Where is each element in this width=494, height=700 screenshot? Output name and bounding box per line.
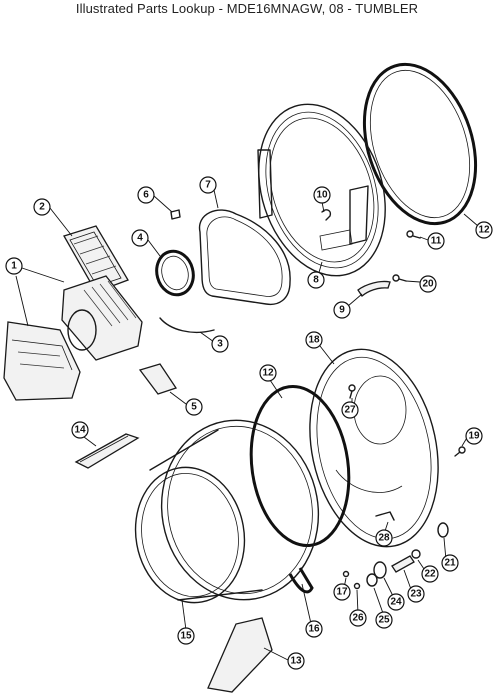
callout-label: 25: [378, 615, 390, 626]
callout-5[interactable]: 5: [185, 398, 203, 416]
callout-label: 12: [478, 225, 490, 236]
part-10-clip[interactable]: [321, 209, 332, 221]
callout-label: 22: [424, 569, 436, 580]
part-17-screw[interactable]: [342, 570, 350, 578]
part-2-lint-filter[interactable]: [63, 225, 129, 293]
callout-18[interactable]: 18: [305, 331, 323, 349]
part-23-shaft[interactable]: [391, 555, 415, 573]
callout-21[interactable]: 21: [441, 554, 459, 572]
part-24-bearing[interactable]: [373, 561, 387, 579]
part-21-bearing[interactable]: [437, 522, 449, 538]
callout-label: 27: [344, 405, 356, 416]
callout-16[interactable]: 16: [305, 620, 323, 638]
part-11-screw[interactable]: [406, 230, 421, 239]
part-8-front-bulkhead[interactable]: [238, 88, 407, 292]
part-14-baffle[interactable]: [74, 433, 140, 469]
part-25-retainer[interactable]: [366, 573, 378, 587]
part-12-felt-seal[interactable]: [241, 380, 358, 552]
callout-label: 15: [180, 631, 192, 642]
part-12-door-seal-ring[interactable]: [345, 50, 494, 238]
callout-label: 16: [308, 624, 320, 635]
part-13-baffle[interactable]: [207, 617, 273, 693]
callout-27[interactable]: 27: [341, 401, 359, 419]
part-27-screw[interactable]: [348, 384, 356, 399]
callout-label: 11: [431, 236, 442, 247]
callout-label: 26: [352, 613, 364, 624]
callout-1[interactable]: 1: [5, 257, 23, 275]
callout-6[interactable]: 6: [137, 186, 155, 204]
callout-label: 19: [468, 431, 480, 442]
callout-12-middle[interactable]: 12: [259, 364, 277, 382]
part-26-screw[interactable]: [353, 582, 361, 590]
callout-label: 20: [422, 279, 434, 290]
callout-label: 24: [390, 597, 402, 608]
part-16-drive-belt[interactable]: [288, 567, 314, 594]
callout-label: 2: [39, 202, 45, 213]
callout-14[interactable]: 14: [71, 421, 89, 439]
part-7-door-seal[interactable]: [198, 209, 291, 306]
callout-label: 9: [339, 305, 345, 316]
callout-9[interactable]: 9: [333, 301, 351, 319]
callout-11[interactable]: 11: [427, 232, 445, 250]
callout-label: 17: [336, 587, 348, 598]
callout-label: 12: [262, 368, 274, 379]
callout-17[interactable]: 17: [333, 583, 351, 601]
part-9-bracket[interactable]: [357, 280, 391, 297]
callout-13[interactable]: 13: [287, 652, 305, 670]
callout-20[interactable]: 20: [419, 275, 437, 293]
callout-label: 5: [191, 402, 197, 413]
part-1-duct-housing[interactable]: [61, 275, 143, 361]
callout-label: 18: [308, 335, 320, 346]
callout-label: 14: [74, 425, 86, 436]
callout-10[interactable]: 10: [313, 186, 331, 204]
part-19-screw[interactable]: [454, 446, 466, 457]
part-22-washer[interactable]: [411, 549, 421, 559]
callout-24[interactable]: 24: [387, 593, 405, 611]
callout-label: 1: [11, 261, 17, 272]
callout-label: 4: [137, 233, 143, 244]
callout-2[interactable]: 2: [33, 198, 51, 216]
callout-label: 23: [410, 589, 422, 600]
callout-25[interactable]: 25: [375, 611, 393, 629]
callout-label: 3: [217, 339, 223, 350]
callout-4[interactable]: 4: [131, 229, 149, 247]
part-18-rear-bulkhead[interactable]: [293, 337, 456, 558]
callout-26[interactable]: 26: [349, 609, 367, 627]
callout-7[interactable]: 7: [199, 176, 217, 194]
callout-label: 10: [316, 190, 328, 201]
callout-label: 8: [313, 275, 319, 286]
part-1-lower-duct[interactable]: [3, 321, 81, 401]
page-title: Illustrated Parts Lookup - MDE16MNAGW, 0…: [75, 1, 419, 16]
callout-8[interactable]: 8: [307, 271, 325, 289]
callout-12-top[interactable]: 12: [475, 221, 493, 239]
callout-label: 21: [444, 558, 456, 569]
callout-15[interactable]: 15: [177, 627, 195, 645]
part-15-drum[interactable]: [125, 408, 332, 612]
part-6-fastener[interactable]: [170, 209, 181, 220]
callout-label: 6: [143, 190, 149, 201]
callout-22[interactable]: 22: [421, 565, 439, 583]
part-5-bracket[interactable]: [138, 363, 178, 395]
callout-label: 13: [290, 656, 302, 667]
callout-23[interactable]: 23: [407, 585, 425, 603]
part-20-screw[interactable]: [392, 274, 407, 282]
callout-3[interactable]: 3: [211, 335, 229, 353]
callout-label: 7: [205, 180, 211, 191]
callout-28[interactable]: 28: [375, 529, 393, 547]
part-3-wire[interactable]: [159, 317, 215, 334]
part-4-ring[interactable]: [152, 247, 198, 299]
callout-label: 28: [378, 533, 390, 544]
callout-19[interactable]: 19: [465, 427, 483, 445]
part-28-clip[interactable]: [375, 511, 395, 521]
